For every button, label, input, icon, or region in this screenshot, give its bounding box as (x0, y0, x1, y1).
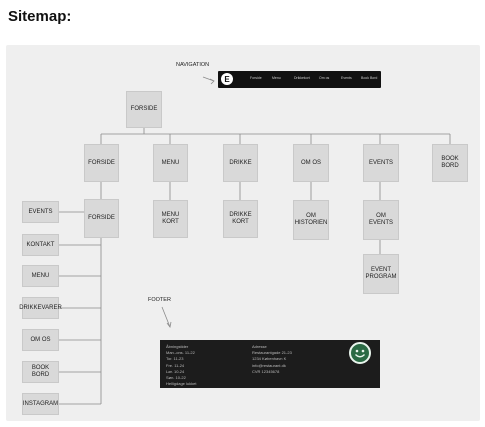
node-menu: MENU (153, 144, 188, 182)
footer-text: CVR 12345678 (252, 368, 280, 374)
node-section-events: EVENTS (22, 201, 59, 223)
footer-text: Restaurantgade 21-23 (252, 350, 292, 356)
nav-item: Book Bord (361, 76, 378, 80)
node-section-book-bord: BOOK BORD (22, 361, 59, 383)
footer-text: info@restaurant.dk (252, 362, 286, 368)
footer-text: Tor. 11-23 (166, 356, 184, 362)
node-section-drikkevarer: DRIKKEVARER (19, 297, 62, 319)
footer-text: Adresse (252, 344, 267, 349)
node-om-os: OM OS (293, 144, 329, 182)
node-forside: FORSIDE (84, 144, 119, 182)
node-menu-kort: MENU KORT (153, 200, 188, 238)
footer-text: Fre. 11-24 (166, 362, 185, 368)
node-drikke-kort: DRIKKE KORT (223, 200, 258, 238)
nav-item: Menu (272, 76, 281, 80)
footer-text: Åbningstider (166, 344, 189, 349)
node-events: EVENTS (363, 144, 399, 182)
footer-text: Søn. 10-22 (166, 375, 186, 381)
node-event-program: EVENT PROGRAM (363, 254, 399, 294)
node-forside-root: FORSIDE (126, 91, 162, 128)
node-section-instagram: INSTAGRAM (22, 393, 59, 415)
node-book-bord: BOOK BORD (432, 144, 468, 182)
node-section-menu: MENU (22, 265, 59, 287)
nav-item: Om os (319, 76, 330, 80)
navigation-annotation: NAVIGATION (176, 62, 210, 68)
node-section-om-os: OM OS (22, 329, 59, 351)
page-title: Sitemap: (8, 8, 72, 25)
footer-text: 1234 København K (252, 356, 287, 362)
footer-text: Helligdage lukket (166, 381, 197, 387)
footer-text: Man.-ons. 11-22 (166, 350, 195, 356)
logo-icon: E (221, 73, 233, 85)
node-forside-detail: FORSIDE (84, 199, 119, 238)
node-om-historien: OM HISTORIEN (293, 200, 329, 240)
nav-item: Events (341, 76, 352, 80)
node-section-kontakt: KONTAKT (22, 234, 59, 256)
footer-text: Lør. 10-24 (166, 368, 185, 374)
nav-item: Forside (250, 76, 262, 80)
nav-item: Drikkekort (294, 76, 310, 80)
footer-annotation: FOOTER (148, 297, 171, 303)
node-om-events: OM EVENTS (363, 200, 399, 240)
smiley-icon (349, 342, 371, 364)
node-drikke: DRIKKE (223, 144, 258, 182)
navigation-bar-mockup: E Forside Menu Drikkekort Om os Events B… (218, 71, 381, 88)
